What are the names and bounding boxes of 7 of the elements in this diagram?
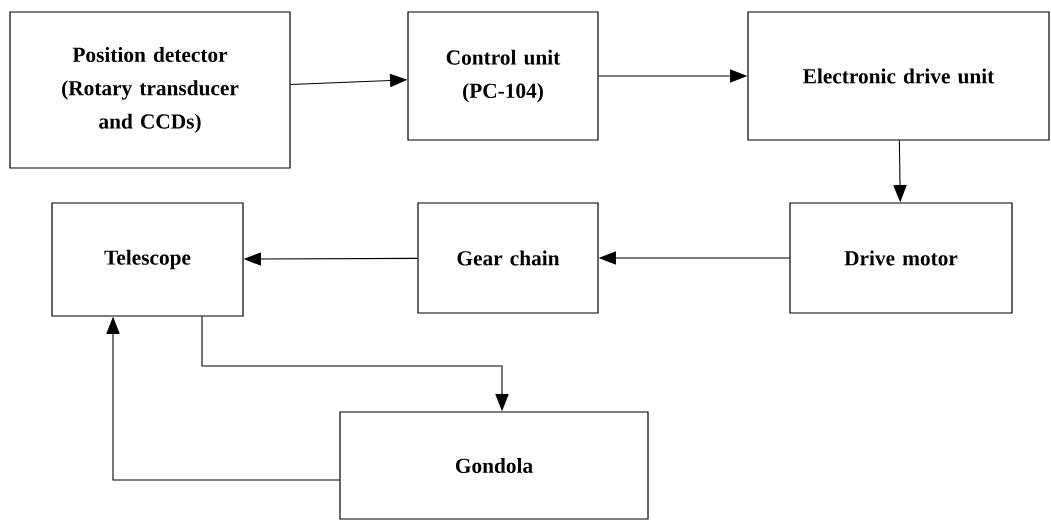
process-box: Gear chain [417,202,599,314]
process-box: Position detector (Rotary transducer and CCDs) [9,11,291,169]
process-box: Electronic drive unit [747,11,1050,141]
process-box: Gondola [339,411,649,520]
process-box: Telescope [51,202,244,317]
process-box: Control unit (PC-104) [407,11,599,141]
process-box: Drive motor [789,202,1013,314]
